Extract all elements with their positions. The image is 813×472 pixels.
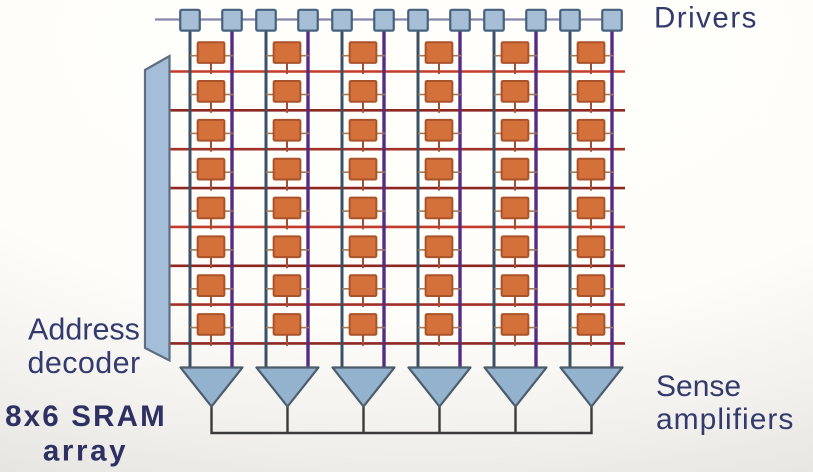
svg-text:decoder: decoder — [27, 346, 140, 380]
svg-text:Drivers: Drivers — [654, 1, 758, 34]
svg-text:8x6 SRAM: 8x6 SRAM — [5, 400, 167, 433]
svg-text:Sense: Sense — [656, 370, 741, 403]
svg-text:amplifiers: amplifiers — [656, 403, 794, 436]
svg-text:array: array — [43, 434, 128, 467]
svg-text:Address: Address — [28, 313, 140, 347]
